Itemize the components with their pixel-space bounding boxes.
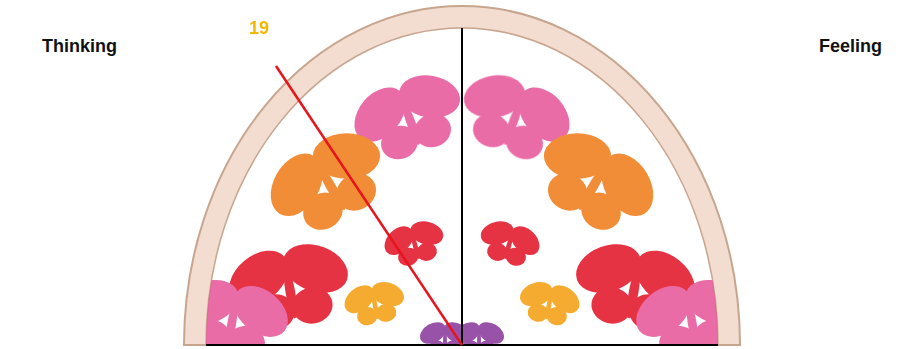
axis-label: Thinking <box>42 36 117 58</box>
divider-line <box>461 28 463 345</box>
arch-window <box>206 28 718 345</box>
axis-label: Feeling <box>819 36 882 58</box>
score-number: 19 <box>249 18 269 40</box>
pointer-line <box>276 66 462 345</box>
